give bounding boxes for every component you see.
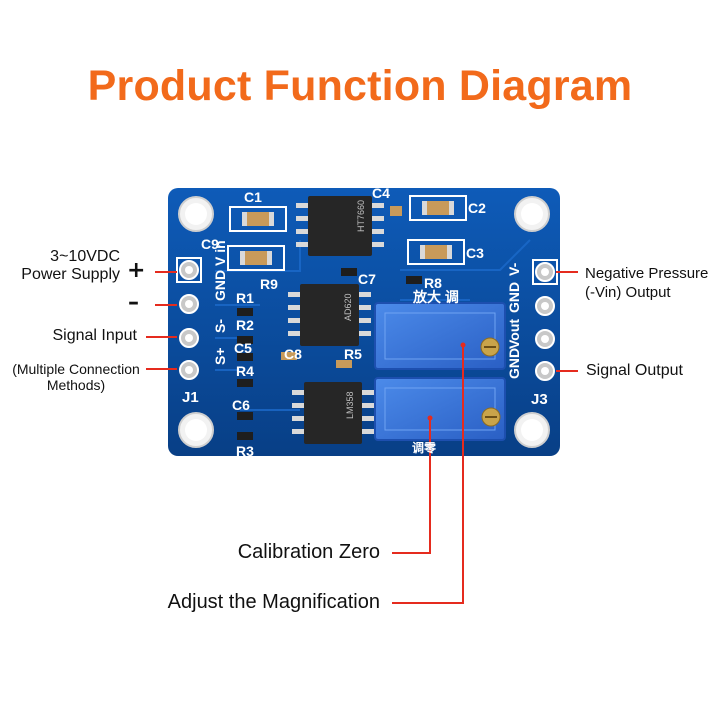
j1-label: J1 bbox=[182, 389, 199, 406]
negative-pressure-line2: (-Vin) Output bbox=[585, 284, 671, 301]
chip-bot-marking: LM358 bbox=[345, 391, 355, 419]
plus-symbol: + bbox=[127, 258, 146, 283]
label-c1: C1 bbox=[244, 189, 262, 205]
label-c3: C3 bbox=[466, 245, 484, 261]
label-r2: R2 bbox=[236, 317, 254, 333]
zero-silkscreen: 调零 bbox=[412, 441, 437, 455]
power-supply-line2: Power Supply bbox=[21, 266, 120, 283]
label-c5: C5 bbox=[234, 340, 252, 356]
j1-pin-splus: S+ bbox=[212, 347, 228, 365]
multiple-methods-label: (Multiple Connection Methods) bbox=[0, 361, 152, 393]
smd-small-parts bbox=[237, 206, 422, 440]
label-c2: C2 bbox=[468, 200, 486, 216]
j3-header bbox=[532, 259, 558, 381]
label-c8: C8 bbox=[284, 346, 302, 362]
multiple-methods-line1: (Multiple Connection bbox=[12, 361, 140, 377]
potentiometer-zero bbox=[374, 377, 506, 441]
mounting-holes bbox=[178, 196, 550, 448]
pointer-lines bbox=[146, 271, 578, 604]
minus-symbol: – bbox=[128, 290, 139, 315]
j3-pin-gnd1: GND bbox=[506, 282, 522, 313]
smd-capacitors bbox=[227, 195, 467, 271]
potentiometer-gain bbox=[374, 302, 506, 370]
multiple-methods-line2: Methods) bbox=[46, 377, 106, 393]
j3-pin-gnd2: GND bbox=[506, 348, 522, 379]
label-r3: R3 bbox=[236, 443, 254, 459]
chip-bot bbox=[292, 382, 374, 444]
j3-pin-vminus: V- bbox=[506, 262, 522, 276]
label-r4: R4 bbox=[236, 363, 254, 379]
j3-label: J3 bbox=[531, 391, 548, 408]
label-c7: C7 bbox=[358, 271, 376, 287]
label-r9: R9 bbox=[260, 276, 278, 292]
chip-top-marking: HT7660 bbox=[356, 200, 366, 232]
label-r8: R8 bbox=[424, 275, 442, 291]
chip-top bbox=[296, 196, 384, 256]
label-c4: C4 bbox=[372, 185, 390, 201]
j1-pin-sminus: S- bbox=[212, 319, 228, 333]
j1-header bbox=[176, 257, 202, 380]
label-c9: C9 bbox=[201, 236, 219, 252]
power-supply-label: 3~10VDC Power Supply bbox=[0, 248, 120, 284]
signal-output-label: Signal Output bbox=[586, 362, 683, 379]
negative-pressure-line1: Negative Pressure bbox=[585, 265, 709, 282]
power-supply-line1: 3~10VDC bbox=[50, 248, 120, 265]
adjust-magnification-label: Adjust the Magnification bbox=[167, 591, 380, 613]
label-r5: R5 bbox=[344, 346, 362, 362]
chip-mid bbox=[288, 284, 371, 346]
diagram-title: Product Function Diagram bbox=[87, 62, 633, 110]
negative-pressure-label: Negative Pressure (-Vin) Output bbox=[585, 265, 708, 301]
j1-pin-vin: V in bbox=[212, 240, 228, 266]
calibration-zero-label: Calibration Zero bbox=[237, 541, 380, 563]
j3-pin-vout: Vout bbox=[506, 319, 522, 349]
chip-mid-marking: AD620 bbox=[343, 293, 353, 321]
j1-pin-gnd: GND bbox=[212, 270, 228, 301]
pot-silkscreen: 放大 调 bbox=[412, 289, 459, 305]
pointer-dots bbox=[427, 342, 466, 421]
signal-input-label: Signal Input bbox=[52, 327, 137, 344]
label-c6: C6 bbox=[232, 397, 250, 413]
label-r1: R1 bbox=[236, 290, 254, 306]
